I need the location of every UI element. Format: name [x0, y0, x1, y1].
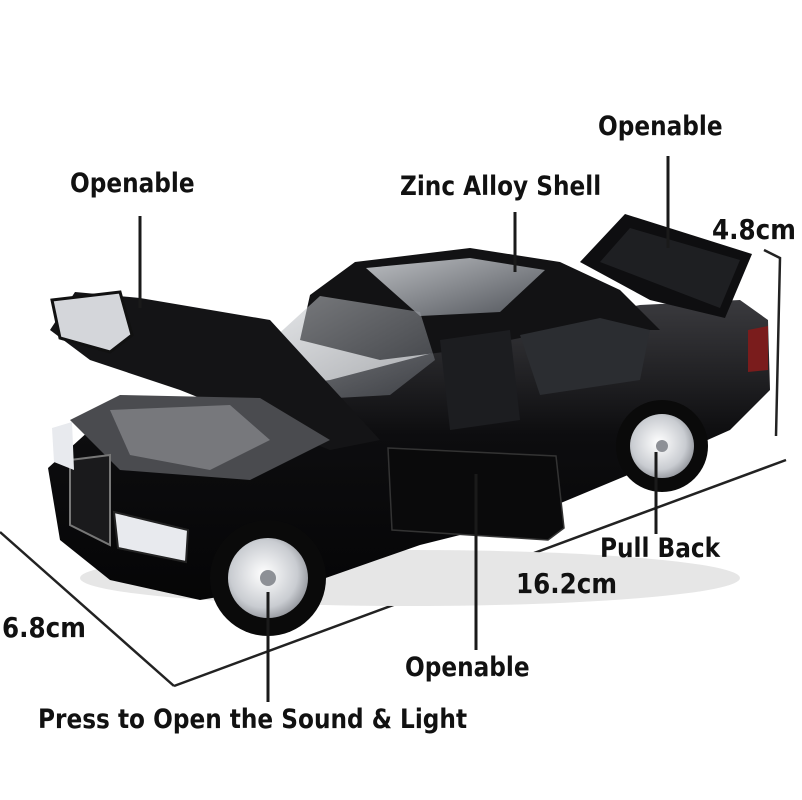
sound-light-label: Press to Open the Sound & Light	[38, 704, 468, 735]
zinc-alloy-shell-label: Zinc Alloy Shell	[400, 171, 602, 202]
height-dimension-label: 4.8cm	[712, 213, 796, 246]
front-wheel	[210, 520, 326, 636]
trunk-openable-label: Openable	[598, 111, 723, 142]
length-dimension-label: 16.2cm	[516, 567, 618, 600]
width-dimension-label: 6.8cm	[2, 611, 86, 644]
door-openable-label: Openable	[405, 652, 530, 683]
width-dimension-line	[0, 531, 175, 687]
callout-lines	[138, 156, 670, 702]
rear-wheel	[616, 400, 708, 492]
pull-back-label: Pull Back	[600, 533, 721, 564]
height-dimension-line	[763, 248, 782, 437]
hood-openable-label: Openable	[70, 168, 195, 199]
